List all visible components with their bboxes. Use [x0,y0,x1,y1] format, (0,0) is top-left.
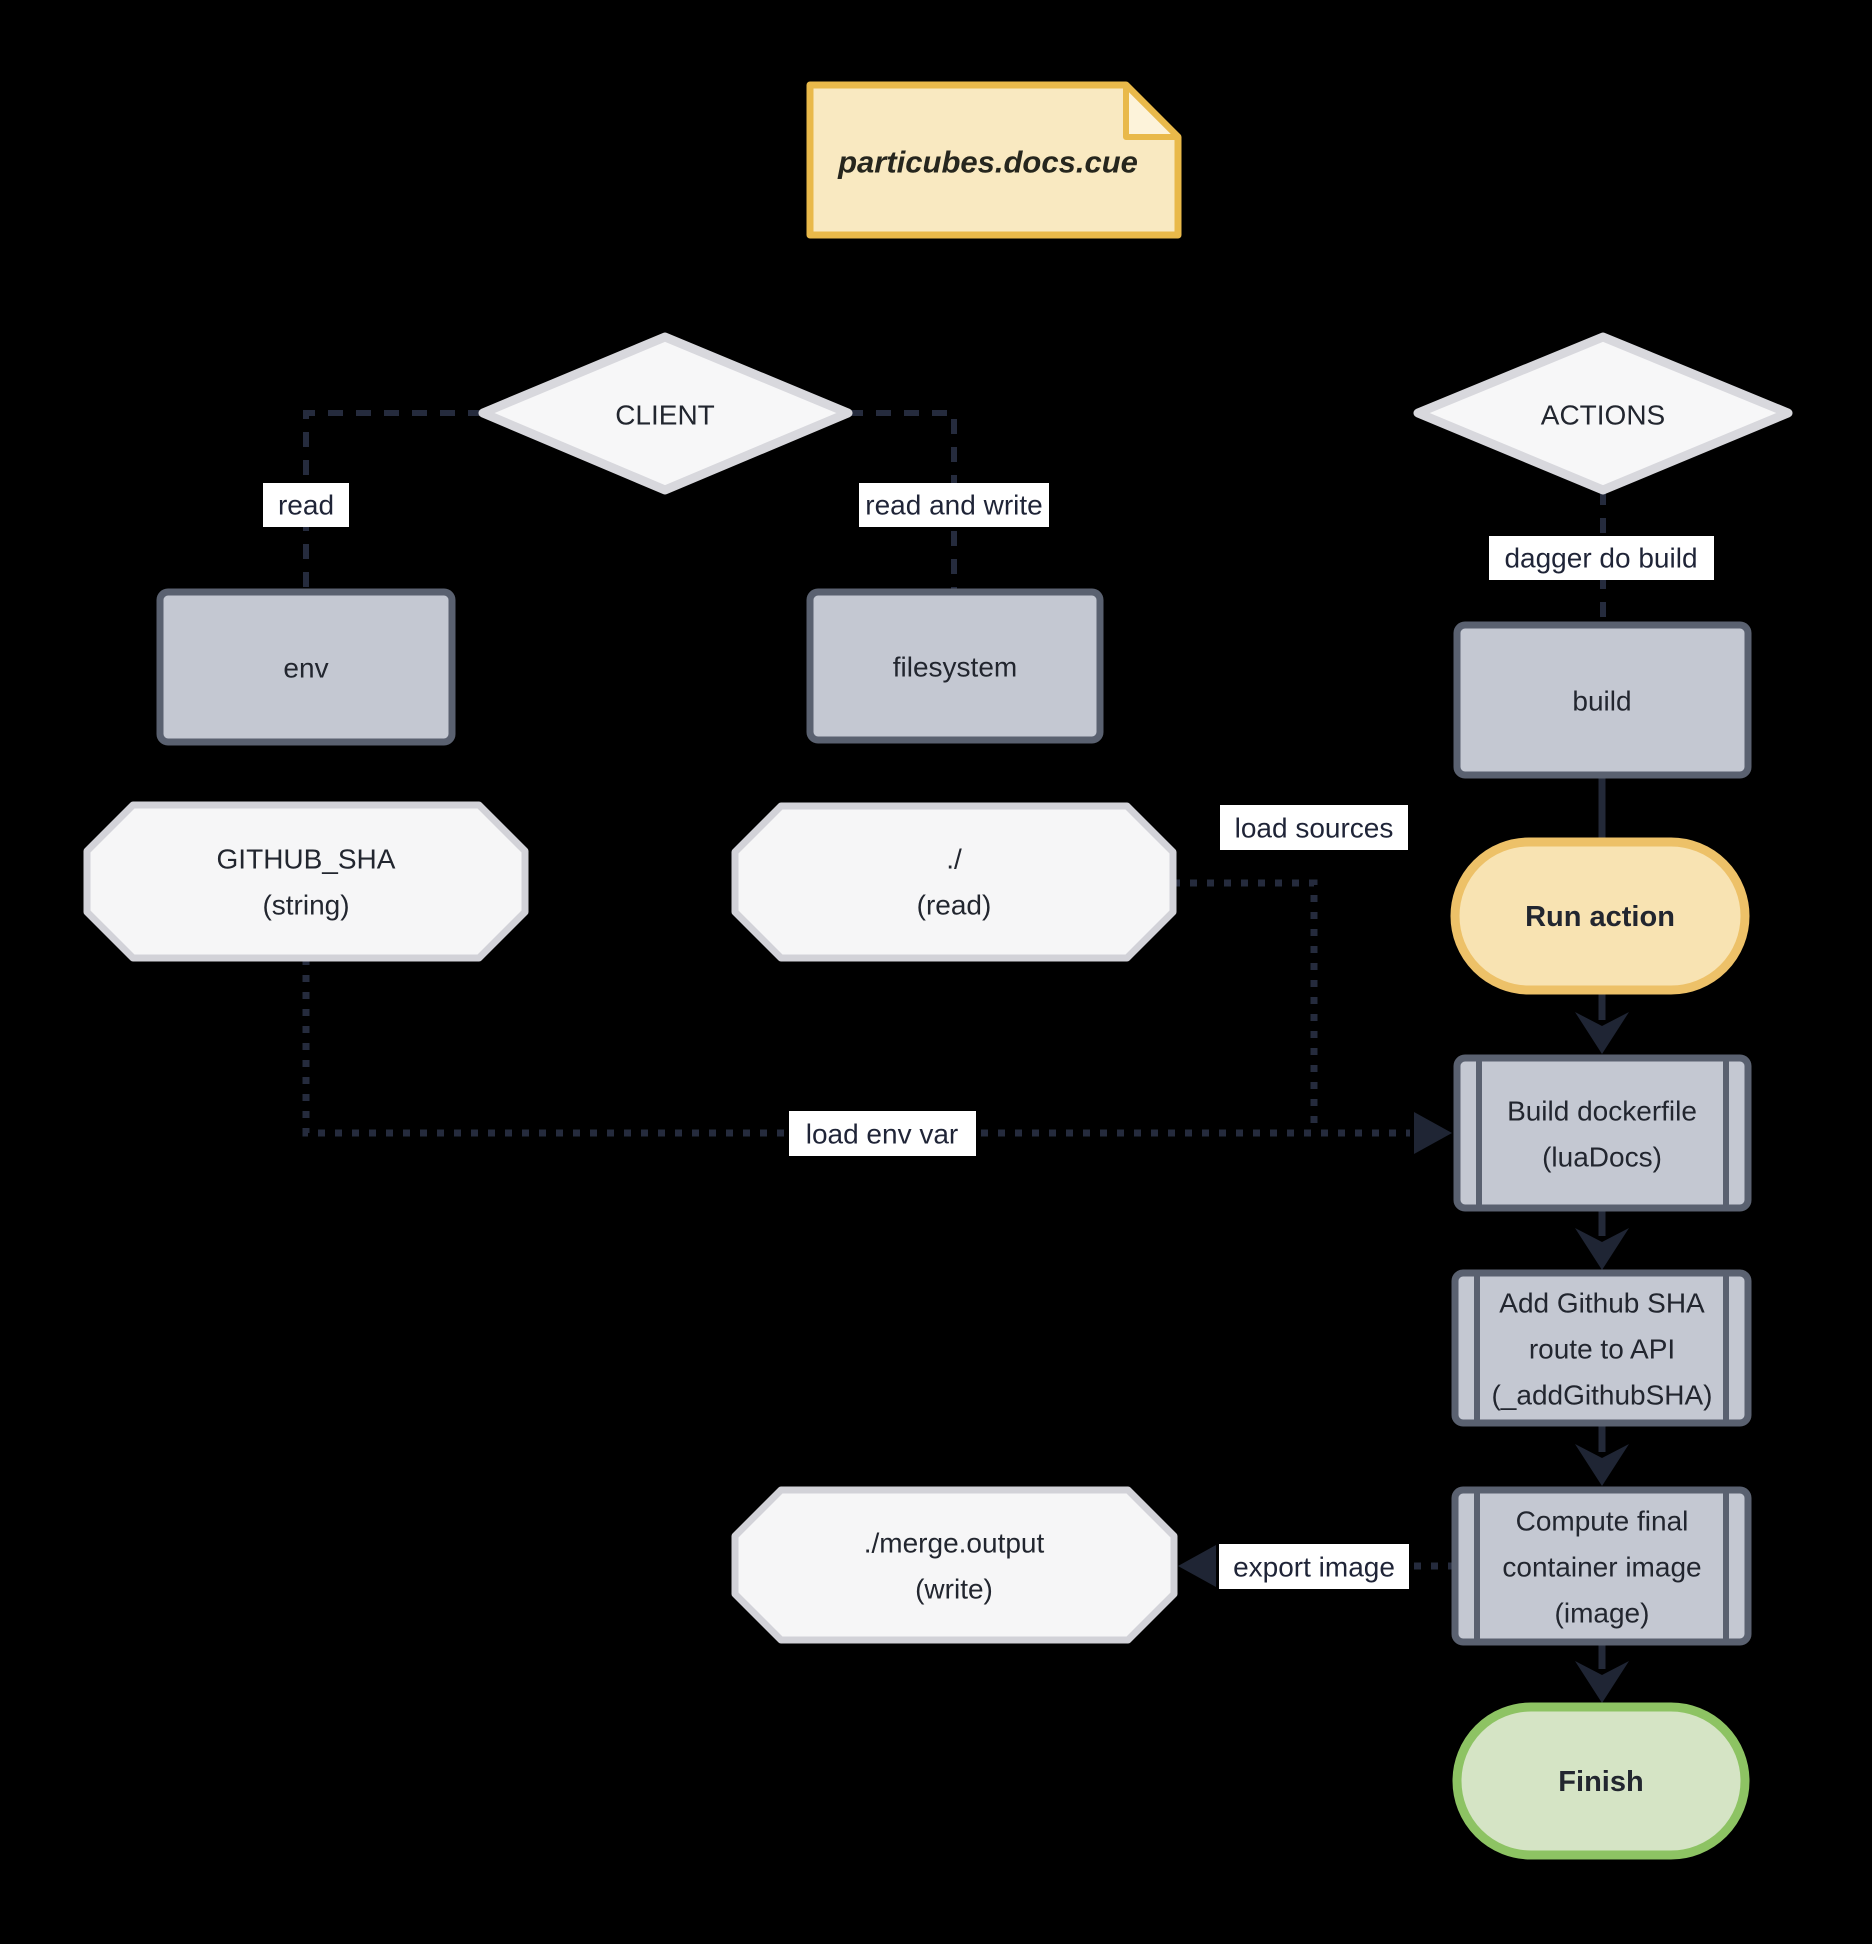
node-label-line: route to API [1529,1334,1675,1365]
node-label-line: (image) [1555,1598,1650,1629]
build-dockerfile-node: Build dockerfile (luaDocs) [1453,1054,1752,1212]
filesystem-node: filesystem [806,588,1104,744]
actions-diamond: ACTIONS [1413,332,1793,495]
node-label-line: (read) [917,890,992,921]
node-label: Run action [1525,901,1675,933]
node-label: filesystem [893,652,1017,683]
env-node: env [156,588,456,746]
edge-label-bg [789,1111,976,1156]
process-shape [806,588,1104,744]
arrowhead-down-icon [1575,1228,1629,1270]
edge-label-text: read [278,490,334,521]
data-shape [731,802,1177,962]
edge-label-text: read and write [865,490,1042,521]
node-label-line: GITHUB_SHA [217,844,396,875]
build-node: build [1453,621,1752,779]
data-shape [731,1486,1178,1644]
node-label-line: (luaDocs) [1542,1142,1662,1173]
stadium-shape [1452,1702,1750,1860]
stadium-shape [1450,837,1750,995]
node-label: env [283,653,328,684]
node-label: CLIENT [615,400,715,431]
edge-label-dagger-do-build: dagger do build [1489,536,1714,580]
edge-github-sha-build-dockerfile [302,958,1410,1137]
edge-label-export-image: export image [1219,1544,1409,1589]
node-label-line: ./ [946,844,962,875]
process-shape [1453,621,1752,779]
note-particubes-docs-cue: particubes.docs.cue [806,81,1182,239]
edge-label-bg [859,483,1049,527]
edge-label-text: dagger do build [1504,543,1697,574]
node-label-line: Build dockerfile [1507,1096,1697,1127]
data-shape [83,801,529,962]
node-label-line: Compute final [1516,1506,1689,1537]
edge-label-load-env-var: load env var [789,1111,976,1156]
diamond-shape [478,332,853,495]
edge-label-bg [1489,536,1714,580]
edge-label-bg [1219,1544,1409,1589]
arrowhead-right-icon [1414,1112,1452,1154]
node-label-line: container image [1502,1552,1701,1583]
add-github-sha-node: Add Github SHA route to API (_addGithubS… [1451,1269,1752,1427]
merge-output-node: ./merge.output (write) [731,1486,1178,1644]
edge-label-text: load env var [806,1119,959,1150]
node-label-line: (write) [915,1574,993,1605]
note-label: particubes.docs.cue [837,145,1138,180]
subroutine-shape [1451,1486,1752,1646]
github-sha-node: GITHUB_SHA (string) [83,801,529,962]
edge-label-bg [263,483,349,527]
client-diamond: CLIENT [478,332,853,495]
compute-image-node: Compute final container image (image) [1451,1486,1752,1646]
node-label-line: Add Github SHA [1499,1288,1705,1319]
diamond-shape [1413,332,1793,495]
note-shape [806,81,1182,239]
node-label: Finish [1558,1766,1643,1798]
arrowhead-down-icon [1575,1444,1629,1486]
node-label-line: ./merge.output [864,1528,1045,1559]
subroutine-shape [1453,1054,1752,1212]
edge-label-text: export image [1233,1552,1395,1583]
node-label: build [1572,686,1631,717]
arrowhead-left-icon [1178,1545,1216,1587]
node-label-line: (_addGithubSHA) [1491,1380,1712,1411]
finish-node: Finish [1452,1702,1750,1860]
node-label-line: (string) [262,890,349,921]
note-fold-corner-icon [1123,82,1181,140]
node-label: ACTIONS [1541,400,1665,431]
edge-label-bg [1220,805,1408,850]
arrowhead-down-icon [1575,1012,1629,1054]
edge-label-load-sources: load sources [1220,805,1408,850]
dot-read-node: ./ (read) [731,802,1177,962]
arrowhead-down-icon [1575,1661,1629,1703]
subroutine-shape [1451,1269,1752,1427]
edge-client-filesystem [848,410,957,592]
edge-label-read-and-write: read and write [859,483,1049,527]
process-shape [156,588,456,746]
edge-label-read: read [263,483,349,527]
edge-label-text: load sources [1235,813,1394,844]
edge-client-env [303,410,483,592]
run-action-node: Run action [1450,837,1750,995]
edge-dot-read-build-dockerfile [1173,879,1318,1133]
